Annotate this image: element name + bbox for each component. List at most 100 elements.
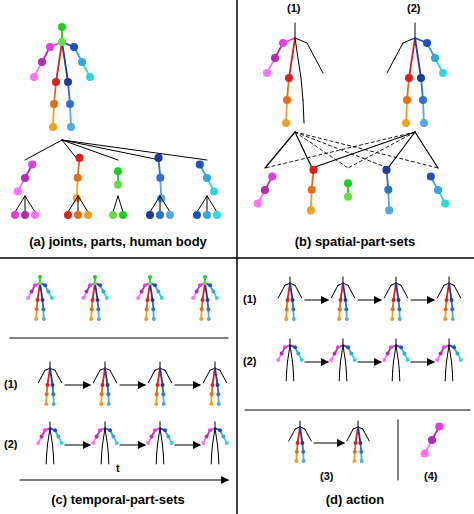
bone-line: [220, 370, 223, 376]
joint-dot: [43, 428, 47, 432]
joint-dot: [11, 211, 19, 219]
joint-dot: [105, 296, 109, 300]
joint-dot: [279, 39, 287, 47]
joint-dot: [208, 283, 212, 287]
joint-dot: [78, 58, 86, 66]
joint-dot: [302, 459, 306, 463]
joint-dot: [309, 166, 317, 174]
panel-caption: (d) action: [326, 492, 385, 507]
bone-line: [289, 38, 295, 78]
joint-dot: [45, 383, 49, 387]
separator-line: [10, 338, 228, 339]
bone-line: [50, 362, 51, 368]
joint-dot: [459, 358, 463, 362]
time-arrow: [120, 444, 145, 445]
callout-number: (2): [4, 438, 17, 450]
joint-dot: [151, 298, 155, 302]
joint-dot: [384, 186, 392, 194]
hierarchy-line: [62, 140, 207, 160]
bone-line: [160, 368, 163, 385]
bone-line: [415, 38, 421, 78]
joint-dot: [108, 428, 112, 432]
joint-dot: [439, 352, 443, 356]
hierarchy-line: [207, 196, 217, 212]
joint-dot: [84, 211, 92, 219]
joint-dot: [64, 211, 72, 219]
time-arrow: [305, 299, 328, 300]
joint-dot: [38, 58, 46, 66]
joint-dot: [119, 211, 127, 219]
joint-dot: [45, 392, 49, 396]
bone-line: [156, 454, 157, 464]
joint-dot: [210, 392, 214, 396]
time-arrow: [305, 361, 328, 362]
part-set-line: [265, 132, 415, 168]
bone-line: [102, 428, 105, 445]
bone-line: [457, 292, 460, 298]
joint-dot: [452, 345, 456, 349]
bone-line: [308, 435, 311, 441]
joint-dot: [301, 450, 305, 454]
joint-dot: [295, 450, 299, 454]
bone-line: [148, 377, 151, 383]
joint-dot: [35, 298, 39, 302]
joint-dot: [382, 358, 386, 362]
bone-line: [101, 454, 102, 464]
joint-dot: [111, 435, 115, 439]
joint-dot: [70, 43, 78, 51]
bone-line: [396, 339, 397, 345]
bone-line: [290, 345, 293, 362]
joint-dot: [329, 358, 333, 362]
hierarchy-line: [197, 196, 207, 212]
joint-dot: [153, 428, 157, 432]
joint-dot: [336, 345, 340, 349]
time-arrow: [411, 361, 434, 362]
joint-dot: [208, 428, 212, 432]
bone-line: [58, 377, 61, 383]
panel-caption: (a) joints, parts, human body: [29, 234, 207, 249]
bone-line: [168, 377, 171, 383]
joint-dot: [209, 402, 213, 406]
bone-line: [343, 345, 346, 362]
joint-dot: [358, 441, 362, 445]
bone-line: [40, 283, 43, 300]
hierarchy-line: [25, 196, 26, 212]
bone-line: [393, 345, 396, 362]
joint-dot: [154, 402, 158, 406]
hierarchy-line: [118, 196, 123, 212]
joint-dot: [191, 296, 195, 300]
bone-line: [343, 283, 346, 300]
joint-dot: [88, 283, 92, 287]
joint-dot: [46, 290, 50, 294]
joint-dot: [352, 459, 356, 463]
joint-dot: [294, 459, 298, 463]
joint-dot: [155, 392, 159, 396]
bone-line: [150, 283, 153, 300]
bone-line: [292, 429, 295, 435]
bone-line: [282, 285, 285, 291]
part-set-line: [265, 132, 295, 168]
joint-dot: [307, 206, 315, 214]
joint-dot: [390, 317, 394, 321]
hierarchy-line: [25, 196, 35, 212]
bone-line: [392, 371, 393, 381]
joint-dot: [285, 298, 289, 302]
joint-dot: [35, 307, 39, 311]
bone-line: [445, 371, 446, 381]
hierarchy-line: [68, 196, 78, 212]
joint-dot: [101, 290, 105, 294]
part-set-line: [312, 132, 415, 168]
bone-line: [437, 292, 440, 298]
bone-line: [205, 283, 208, 300]
joint-dot: [402, 352, 406, 356]
bone-line: [289, 435, 292, 441]
joint-dot: [166, 435, 170, 439]
joint-dot: [423, 39, 431, 47]
joint-dot: [225, 441, 229, 445]
joint-dot: [98, 428, 102, 432]
joint-dot: [166, 211, 174, 219]
joint-dot: [283, 96, 291, 104]
joint-dot: [435, 422, 443, 430]
bone-line: [160, 428, 163, 445]
time-arrow: [358, 361, 381, 362]
